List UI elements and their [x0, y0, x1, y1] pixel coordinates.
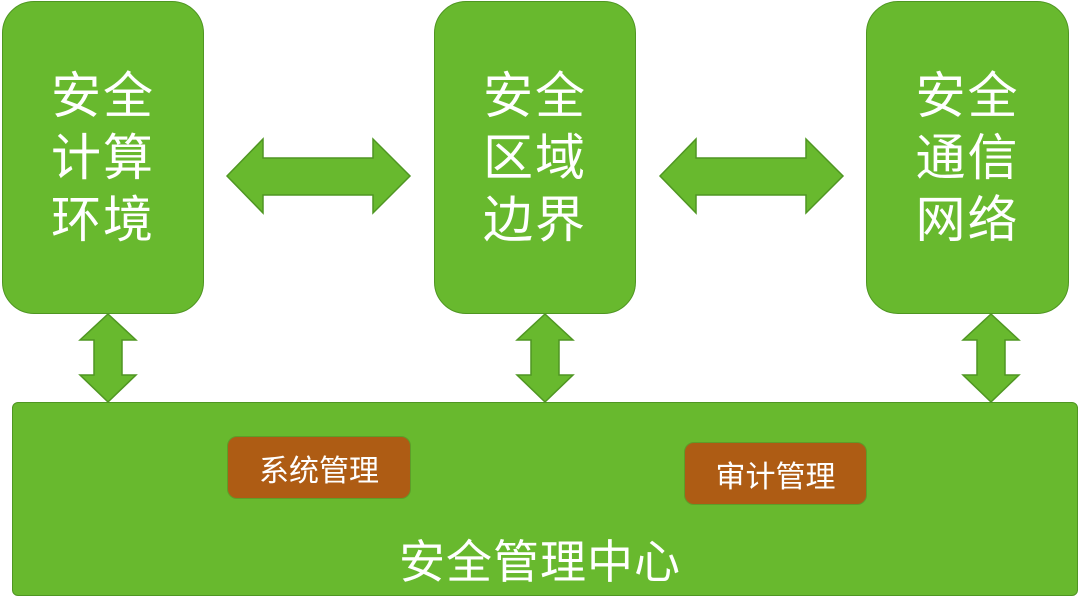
- node-secure-computing-environment: 安全计算环境: [2, 1, 204, 314]
- double-arrow-horizontal-right: [658, 137, 845, 215]
- double-arrow-horizontal-left: [225, 137, 412, 215]
- module-label: 系统管理: [259, 453, 379, 489]
- node-security-management-center: [12, 402, 1078, 596]
- node-secure-communication-network: 安全通信网络: [866, 1, 1069, 314]
- node-label: 安全通信网络: [915, 66, 1020, 249]
- double-arrow-vertical-left: [78, 312, 138, 404]
- module-audit-management: 审计管理: [684, 442, 867, 505]
- double-arrow-vertical-right: [961, 312, 1021, 404]
- double-arrow-vertical-mid: [515, 312, 575, 404]
- node-secure-area-boundary: 安全区域边界: [434, 1, 636, 314]
- node-label: 安全区域边界: [483, 66, 587, 249]
- node-label: 安全计算环境: [51, 66, 155, 249]
- module-system-management: 系统管理: [227, 436, 411, 499]
- center-title: 安全管理中心: [399, 535, 681, 589]
- module-label: 审计管理: [715, 459, 836, 495]
